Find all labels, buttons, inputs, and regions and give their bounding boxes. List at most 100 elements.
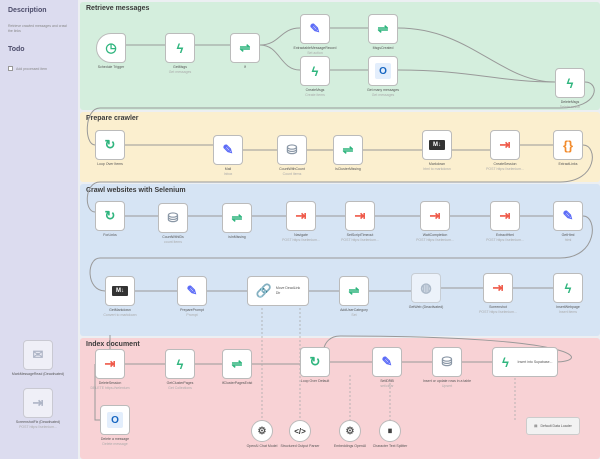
create-msgs-node[interactable]: ϟ — [300, 56, 330, 86]
create-session-node[interactable]: ⇥ — [490, 130, 520, 160]
get-many-messages-node[interactable]: O — [368, 56, 398, 86]
node-label: ForLinks — [103, 233, 117, 237]
todo-item[interactable]: Add processed item — [8, 66, 47, 71]
insert-update-node[interactable]: ⛁ — [432, 347, 462, 377]
filter-icon: ⇌ — [342, 142, 354, 157]
node-label: ExtractLinks — [558, 162, 578, 166]
node-label: If — [244, 65, 246, 69]
is-missing-node[interactable]: ⇌ — [222, 203, 252, 233]
arrow-in-icon: ⇥ — [295, 208, 307, 223]
node-label: MarkMessageRead (Deactivated) — [11, 372, 65, 376]
structured-parser-node[interactable]: </> — [289, 420, 311, 442]
bolt-icon: ϟ — [176, 356, 184, 372]
get-html-node[interactable]: ✎ — [553, 201, 583, 231]
outlook-icon: O — [375, 63, 391, 79]
mail-node[interactable]: ✎ — [213, 135, 243, 165]
pencil-icon: ✎ — [562, 208, 574, 223]
loop-icon: ↻ — [104, 208, 116, 223]
loop-default-node[interactable]: ↻ — [300, 347, 330, 377]
navigate-node[interactable]: ⇥ — [286, 201, 316, 231]
char-splitter-node[interactable]: ⏸ — [379, 420, 401, 442]
filter-icon: ⇌ — [348, 283, 360, 298]
getmsgs-node[interactable]: ϟ — [165, 33, 195, 63]
checkbox[interactable] — [8, 66, 13, 71]
bolt-icon: ϟ — [566, 75, 574, 91]
outlook-icon: O — [107, 412, 123, 428]
if-cluster-pages-node[interactable]: ⇌ — [222, 349, 252, 379]
node-label: Loop Over Default — [300, 379, 330, 383]
default-data-loader-node[interactable]: ▤ Default Data Loader — [526, 417, 580, 435]
add-category-node[interactable]: ⇌ — [339, 276, 369, 306]
node-label: Loop Over Items — [97, 162, 123, 166]
split-icon: ⏸ — [387, 425, 393, 437]
markdown-node[interactable]: M↓ — [422, 130, 452, 160]
arrow-in-icon: ⇥ — [354, 208, 366, 223]
markdown-icon: M↓ — [112, 286, 128, 296]
delete-message-node[interactable]: O — [100, 405, 130, 435]
clock-icon: ◷ — [105, 40, 117, 55]
filter-icon: ⇌ — [231, 356, 243, 371]
node-label: OpenAI Chat Model — [246, 444, 278, 448]
mail-icon: ✉ — [32, 347, 44, 362]
set-script-timeout-node[interactable]: ⇥ — [345, 201, 375, 231]
openai-chat-model-node[interactable]: ⚙ — [251, 420, 273, 442]
arrow-in-icon: ⇥ — [32, 395, 44, 410]
link-icon: 🔗 — [255, 283, 272, 298]
prepare-prompt-node[interactable]: ✎ — [177, 276, 207, 306]
if-node[interactable]: ⇌ — [230, 33, 260, 63]
is-clean-node[interactable]: ⇌ — [333, 135, 363, 165]
embeddings-openai-node[interactable]: ⚙ — [339, 420, 361, 442]
delete-session-node[interactable]: ⇥ — [95, 349, 125, 379]
extract-meta-node[interactable]: ✎ — [300, 14, 330, 44]
delete-msgs-node[interactable]: ϟ — [555, 68, 585, 98]
getweb-deactivated-node[interactable]: ◍ — [411, 273, 441, 303]
loop-items-node[interactable]: ↻ — [95, 130, 125, 160]
count-with-ids-node[interactable]: ⛁ — [158, 203, 188, 233]
get-markdown-node[interactable]: M↓ — [105, 276, 135, 306]
bolt-icon: ϟ — [502, 354, 509, 370]
openai-icon: ⚙ — [257, 425, 267, 437]
extract-html-node[interactable]: ⇥ — [490, 201, 520, 231]
section-title: Crawl websites with Selenium — [86, 187, 186, 194]
mark-read-deactivated-node[interactable]: ✉ — [23, 340, 53, 370]
merge-icon: ⇌ — [377, 21, 389, 36]
arrow-in-icon: ⇥ — [492, 280, 504, 295]
schedule-trigger-node[interactable]: ◷ — [96, 33, 126, 63]
set-ids-node[interactable]: ✎ — [372, 347, 402, 377]
section-title: Retrieve messages — [86, 5, 150, 12]
screenshot-deactivated-node[interactable]: ⇥ — [23, 388, 53, 418]
insert-supabase-node[interactable]: ϟ Insert into Supabase... — [492, 347, 558, 377]
extract-links-node[interactable]: {} — [553, 130, 583, 160]
wait-completion-node[interactable]: ⇥ — [420, 201, 450, 231]
node-label: Schedule Trigger — [97, 65, 125, 69]
arrow-in-icon: ⇥ — [499, 137, 511, 152]
document-icon: ▤ — [534, 424, 538, 428]
todo-title: Todo — [8, 46, 25, 53]
get-cluster-pages-node[interactable]: ϟ — [165, 349, 195, 379]
msgs-created-node[interactable]: ⇌ — [368, 14, 398, 44]
for-links-node[interactable]: ↻ — [95, 201, 125, 231]
screenshot-node[interactable]: ⇥ — [483, 273, 513, 303]
count-links-node[interactable]: ⛁ — [277, 135, 307, 165]
insert-webpage-node[interactable]: ϟ — [553, 273, 583, 303]
bolt-icon: ϟ — [176, 40, 184, 56]
node-label: Character Text Splitter — [372, 444, 408, 448]
globe-icon: ◍ — [420, 280, 432, 295]
